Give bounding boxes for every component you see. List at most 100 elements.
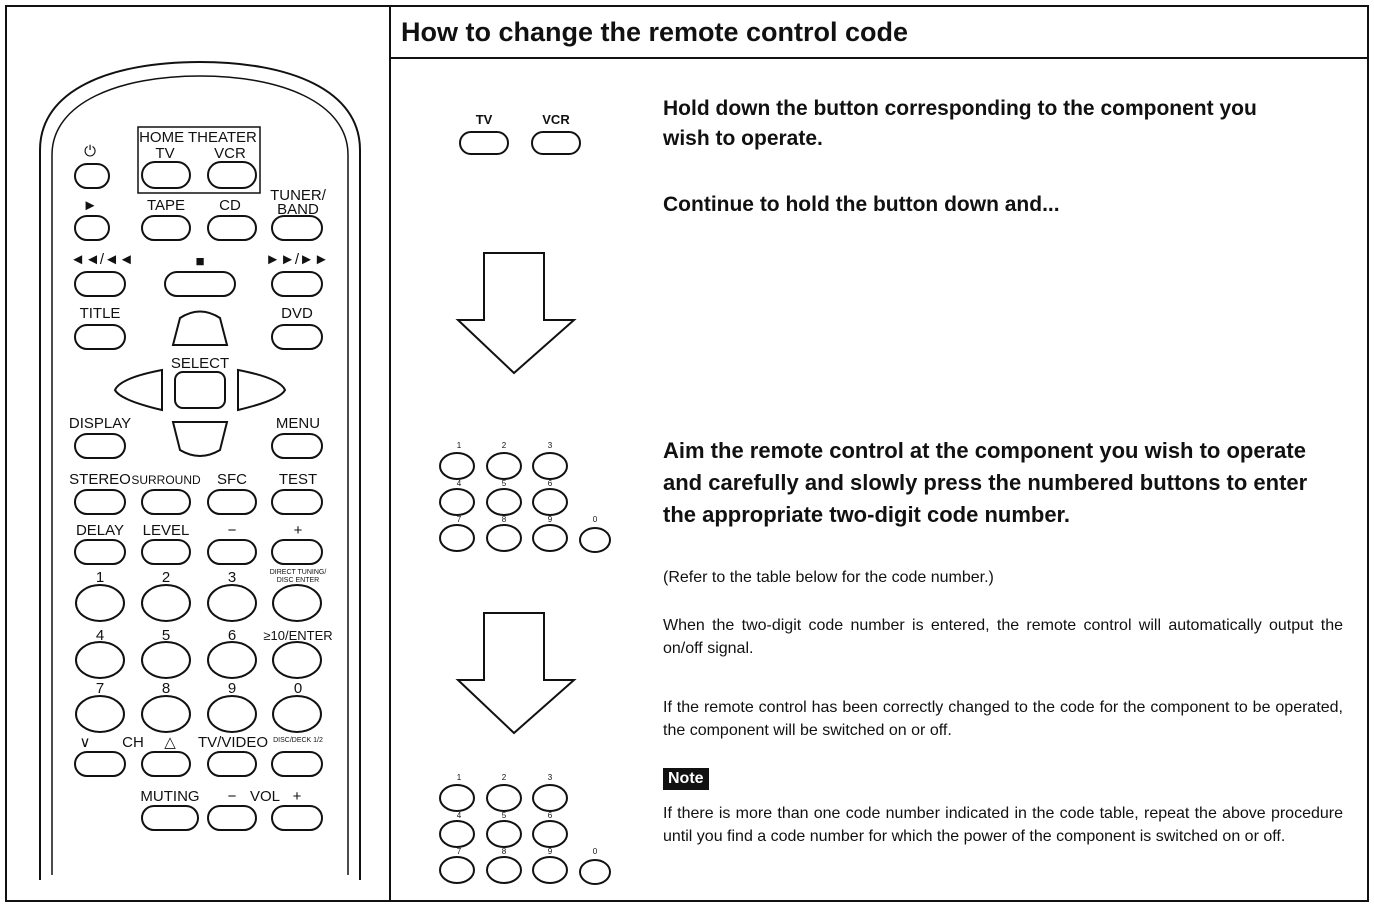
number-pad-illustration: 1 2 3 4 5 6 7 8 9 0 xyxy=(439,441,611,553)
num-3-button xyxy=(207,584,257,622)
num-3-label: 3 xyxy=(228,569,236,586)
num-4-button xyxy=(75,641,125,679)
down-arrow-button xyxy=(171,421,229,457)
select-button xyxy=(174,371,226,409)
ch-up-button xyxy=(141,751,191,777)
illu-tv-button xyxy=(459,131,509,155)
num-8-label: 8 xyxy=(162,680,170,697)
fast-forward-button xyxy=(271,271,323,297)
num-5-button xyxy=(141,641,191,679)
display-button xyxy=(74,433,126,459)
stereo-label: STEREO xyxy=(69,471,131,488)
vol-plus-label: + xyxy=(293,788,302,805)
section-header: How to change the remote control code xyxy=(391,5,1369,59)
num-0-label: 0 xyxy=(294,680,302,697)
display-label: DISPLAY xyxy=(69,415,131,432)
paragraph-output-signal: When the two-digit code number is entere… xyxy=(663,617,1343,657)
remote-body-outline xyxy=(39,60,361,880)
vol-minus-button xyxy=(207,805,257,831)
direct-tuning-button xyxy=(272,584,322,622)
step-1-text: Hold down the button corresponding to th… xyxy=(663,97,1257,150)
power-button xyxy=(74,163,110,189)
select-label: SELECT xyxy=(171,355,229,372)
svg-text:9: 9 xyxy=(548,847,553,856)
svg-text:4: 4 xyxy=(457,811,462,820)
left-arrow-button xyxy=(113,368,163,412)
svg-text:8: 8 xyxy=(502,515,507,524)
illu-vcr-label: VCR xyxy=(542,112,570,127)
down-arrow-icon xyxy=(455,612,577,735)
svg-text:1: 1 xyxy=(457,441,462,450)
svg-text:5: 5 xyxy=(502,479,507,488)
direct-tuning-label: DIRECT TUNING/ xyxy=(270,569,327,576)
test-button xyxy=(271,489,323,515)
muting-button xyxy=(141,805,199,831)
title-button xyxy=(74,324,126,350)
num-6-button xyxy=(207,641,257,679)
ge10-enter-button xyxy=(272,641,322,679)
num-6-label: 6 xyxy=(228,627,236,644)
num-4-label: 4 xyxy=(96,627,104,644)
minus-button xyxy=(207,539,257,565)
svg-text:1: 1 xyxy=(457,773,462,782)
svg-text:6: 6 xyxy=(548,811,553,820)
section-title: How to change the remote control code xyxy=(401,17,909,47)
num-9-button xyxy=(207,695,257,733)
surround-button xyxy=(141,489,191,515)
level-label: LEVEL xyxy=(143,522,190,539)
note-badge: Note xyxy=(663,768,709,790)
num-2-label: 2 xyxy=(162,569,170,586)
down-arrow-icon xyxy=(455,252,577,375)
step-3-text: Aim the remote control at the component … xyxy=(663,438,1308,527)
tuner-band-button xyxy=(271,215,323,241)
delay-button xyxy=(74,539,126,565)
vol-minus-label: − xyxy=(228,788,237,805)
svg-text:9: 9 xyxy=(548,515,553,524)
vcr-button xyxy=(207,161,257,189)
number-pad-illustration: 1 2 3 4 5 6 7 8 9 0 xyxy=(439,773,611,885)
page-frame xyxy=(5,5,1369,902)
num-1-label: 1 xyxy=(96,569,104,586)
ch-label: CH xyxy=(122,734,144,751)
dvd-button xyxy=(271,324,323,350)
num-1-button xyxy=(75,584,125,622)
svg-text:0: 0 xyxy=(593,515,598,524)
cd-label: CD xyxy=(219,197,241,214)
plus-label: + xyxy=(294,522,303,539)
dvd-label: DVD xyxy=(281,305,313,322)
tuner-band-label: TUNER/ xyxy=(270,187,327,204)
illu-tv-label: TV xyxy=(476,112,493,127)
svg-text:BAND: BAND xyxy=(277,201,319,218)
vol-label: VOL xyxy=(250,788,280,805)
svg-text:6: 6 xyxy=(548,479,553,488)
tv-video-label: TV/VIDEO xyxy=(198,734,268,751)
num-7-label: 7 xyxy=(96,680,104,697)
muting-label: MUTING xyxy=(140,788,199,805)
tv-vcr-buttons-illustration: TV VCR xyxy=(459,112,581,155)
num-8-button xyxy=(141,695,191,733)
svg-text:5: 5 xyxy=(502,811,507,820)
play-icon: ► xyxy=(83,197,98,214)
num-5-label: 5 xyxy=(162,627,170,644)
paragraph-switched-on-off: If the remote control has been correctly… xyxy=(663,699,1343,739)
svg-text:DISC ENTER: DISC ENTER xyxy=(277,577,319,584)
tv-label: TV xyxy=(155,145,174,162)
tv-video-button xyxy=(207,751,257,777)
ge10-enter-label: ≥10/ENTER xyxy=(263,628,332,643)
svg-text:7: 7 xyxy=(457,515,462,524)
rewind-icon: ◄◄/◄◄ xyxy=(70,251,134,268)
vcr-label: VCR xyxy=(214,145,246,162)
delay-label: DELAY xyxy=(76,522,124,539)
column-divider xyxy=(389,5,391,902)
remote-control-illustration: ⏻ HOME THEATER TV VCR ► TAPE CD TUNER/ B… xyxy=(39,60,361,880)
svg-text:8: 8 xyxy=(502,847,507,856)
remote-body-inner-outline xyxy=(51,75,349,875)
svg-text:0: 0 xyxy=(593,847,598,856)
stop-button xyxy=(164,271,236,297)
tape-label: TAPE xyxy=(147,197,185,214)
ch-down-icon: ∨ xyxy=(80,734,91,751)
refer-note: (Refer to the table below for the code n… xyxy=(663,569,994,586)
minus-label: − xyxy=(228,522,237,539)
svg-text:4: 4 xyxy=(457,479,462,488)
menu-button xyxy=(271,433,323,459)
